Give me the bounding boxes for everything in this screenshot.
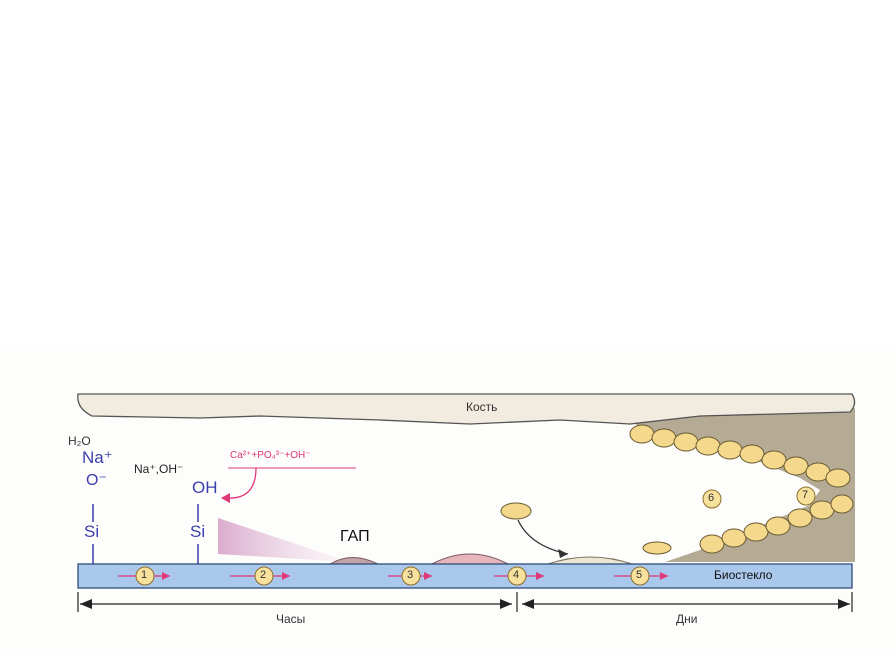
step-5-number: 5 — [636, 569, 643, 581]
decorative-circle-2 — [206, 6, 322, 122]
reaction-arrow — [225, 467, 257, 499]
bioglass-label: Биостекло — [714, 568, 773, 582]
silica-cone — [218, 518, 350, 562]
gap-layer-2 — [431, 553, 509, 565]
gap-label: ГАП — [340, 528, 370, 545]
step-7-badge — [796, 486, 816, 506]
na-plus-label: Na⁺ — [82, 448, 113, 467]
lower-osteoblast-row — [699, 494, 854, 554]
diagram-graphic — [77, 393, 856, 612]
upper-osteoblast-row — [629, 424, 851, 488]
bioglass-bone-bonding-diagram: Кость H₂O Na⁺ O⁻ Si Na⁺,OH⁻ OH Si Ca²⁺+P… — [0, 350, 896, 650]
step-2-number: 2 — [260, 569, 267, 581]
bioglass-bar — [77, 563, 853, 589]
stem-cell — [642, 541, 672, 555]
bone-label: Кость — [466, 400, 498, 414]
migration-arrow — [517, 519, 569, 555]
macrophage-cell — [500, 502, 532, 520]
migration-arrowhead — [558, 549, 568, 558]
step-7-number: 7 — [802, 489, 809, 501]
days-label: Дни — [676, 612, 698, 626]
ion-reaction-label: Ca²⁺+PO₄³⁻+OH⁻ — [230, 450, 311, 461]
hours-label: Часы — [276, 612, 306, 626]
gap-layer-3 — [547, 556, 633, 565]
reaction-arrowhead — [221, 493, 230, 503]
decorative-circle-5 — [755, 6, 871, 122]
step-markers — [118, 566, 668, 586]
oh-label: OH — [192, 478, 218, 497]
step-6-number: 6 — [708, 492, 715, 504]
step-6-badge — [702, 489, 722, 509]
timeline — [77, 592, 853, 612]
o-minus-label: O⁻ — [86, 472, 107, 489]
water-label: H₂O — [68, 434, 91, 448]
step-1-number: 1 — [141, 569, 148, 581]
na-oh-ions-label: Na⁺,OH⁻ — [134, 462, 184, 476]
step-4-number: 4 — [513, 569, 520, 581]
decorative-circle-1 — [72, 6, 188, 122]
si-label-2: Si — [190, 522, 206, 541]
step-3-number: 3 — [407, 569, 414, 581]
decorative-circle-3 — [470, 6, 586, 122]
decorative-circle-4 — [623, 6, 739, 122]
si-label-1: Si — [84, 522, 100, 541]
bone-bar — [77, 393, 856, 425]
